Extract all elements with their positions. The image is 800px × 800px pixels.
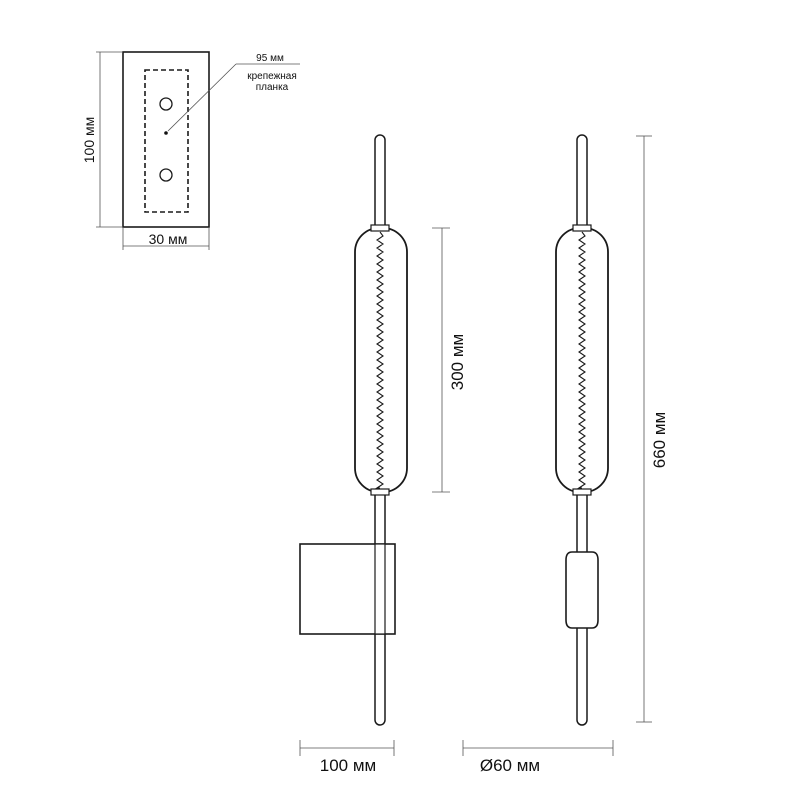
side-cap-bottom	[370, 488, 390, 496]
side-box-rod-notch	[374, 543, 386, 635]
plate-center-dot	[164, 131, 168, 135]
side-view: 300 мм 100 мм	[299, 134, 467, 775]
plate-label-line2: планка	[256, 82, 289, 93]
screw-hole-bottom	[159, 168, 173, 182]
plate-label-line1: крепежная	[247, 71, 297, 82]
mounting-bracket-view: 95 мм крепежная планка 100 мм 30 мм	[81, 51, 300, 250]
front-filament	[577, 231, 586, 489]
side-filament	[375, 231, 384, 489]
screw-hole-top	[159, 97, 173, 111]
mounting-strip-outline	[144, 69, 189, 213]
front-cap-bottom	[572, 488, 592, 496]
plate-leader-line	[167, 63, 237, 132]
bracket-plate	[122, 51, 210, 228]
front-glass-shade	[555, 227, 609, 493]
shade-height-label: 300 мм	[448, 334, 467, 390]
bracket-width-label: 30 мм	[149, 231, 188, 247]
depth-label: 100 мм	[320, 756, 376, 775]
total-height-label: 660 мм	[650, 412, 669, 468]
side-glass-shade	[354, 227, 408, 493]
front-cap-top	[572, 224, 592, 232]
diameter-label: Ø60 мм	[480, 756, 540, 775]
front-view: 660 мм Ø60 мм	[462, 134, 669, 775]
front-wall-mount	[565, 551, 599, 629]
spacing-label: 95 мм	[256, 53, 284, 64]
side-cap-top	[370, 224, 390, 232]
bracket-height-label: 100 мм	[81, 117, 97, 164]
